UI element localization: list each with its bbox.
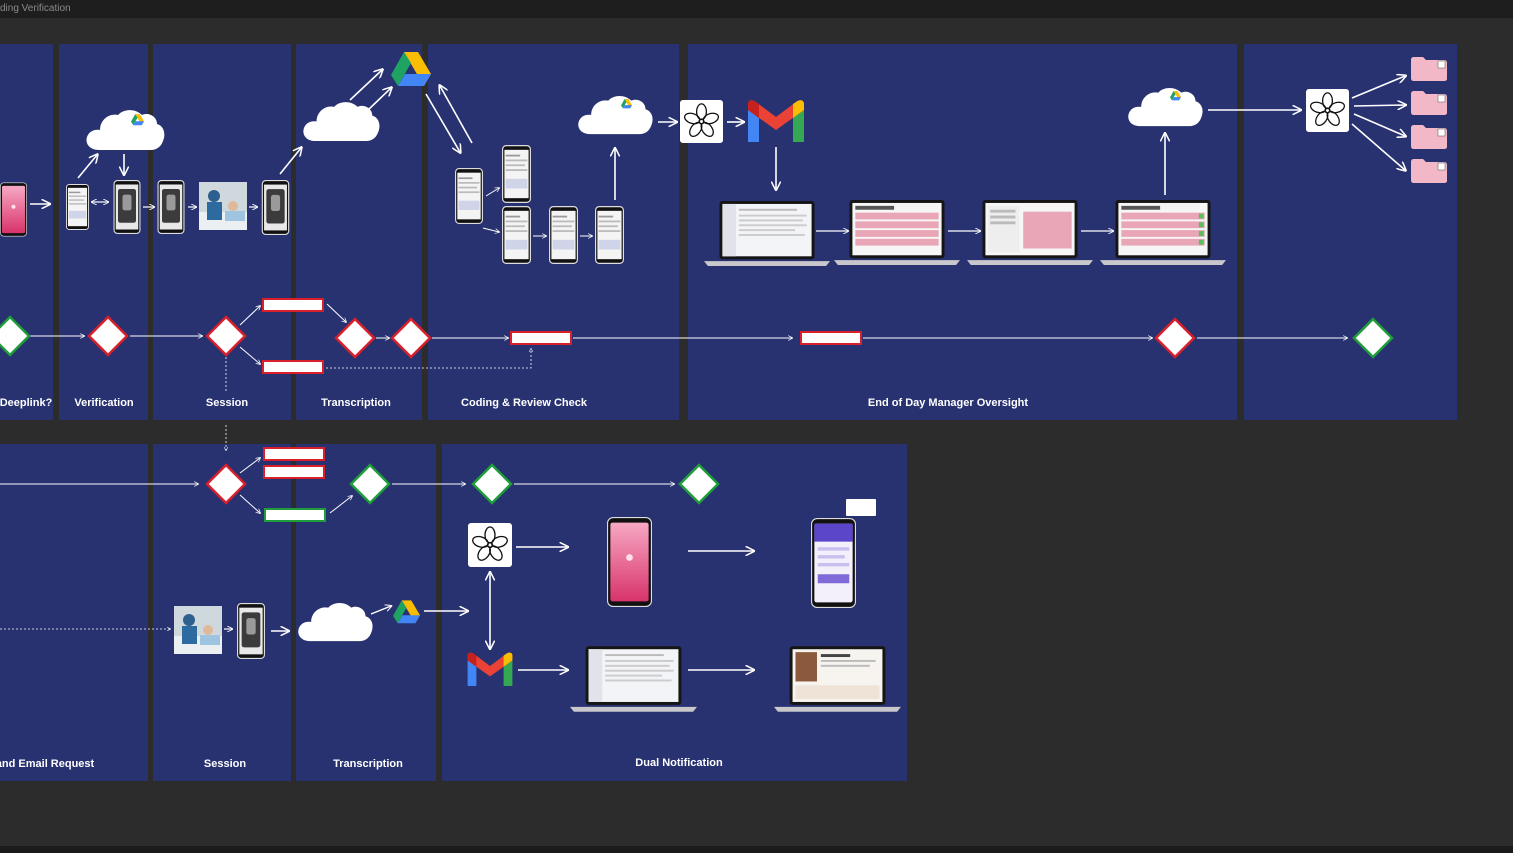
lane-label-verification: Verification <box>74 397 134 409</box>
cloud-icon <box>1128 88 1203 127</box>
decision-diamond <box>1352 317 1394 359</box>
blossom-logo-icon <box>468 523 512 567</box>
status-tag <box>264 508 326 522</box>
lane-label-dual-notification: Dual Notification <box>635 757 723 769</box>
laptop-icon <box>704 201 830 266</box>
decision-diamond <box>87 315 129 357</box>
lane-label-email-request: and Email Request <box>0 758 95 770</box>
decision-diamond <box>390 317 432 359</box>
status-tag <box>263 447 325 461</box>
decision-diamond <box>0 315 31 357</box>
phone-icon <box>66 184 89 230</box>
laptop-icon <box>570 646 697 712</box>
status-tag <box>262 298 324 312</box>
folder-icon <box>1411 158 1447 184</box>
decision-diamond <box>349 463 391 505</box>
deeplink-phone <box>0 182 27 237</box>
blossom-logo-icon <box>680 100 723 143</box>
status-tag <box>800 331 862 345</box>
phone-icon <box>549 206 578 264</box>
phone-icon <box>502 145 531 203</box>
phone-icon <box>811 517 856 609</box>
phone-icon <box>595 206 624 264</box>
phone-icon <box>157 180 185 234</box>
lane-label-deeplink: Deeplink? <box>0 397 53 409</box>
status-bar <box>0 846 1513 853</box>
decision-diamond <box>471 463 513 505</box>
phone-icon <box>607 516 652 608</box>
phone-icon <box>113 180 141 234</box>
decision-diamond <box>1154 317 1196 359</box>
phone-icon <box>455 167 483 225</box>
phone-icon <box>502 206 531 264</box>
lane-label-transcription: Transcription <box>321 397 391 409</box>
google-drive-icon <box>393 600 420 624</box>
folder-icon <box>1411 90 1447 116</box>
status-tag <box>263 465 325 479</box>
laptop-icon <box>967 200 1093 265</box>
window-title-bar: ding Verification <box>0 0 1513 18</box>
decision-diamond <box>205 463 247 505</box>
status-tag <box>510 331 572 345</box>
folder-icon <box>1411 124 1447 150</box>
cloud-icon <box>303 102 380 142</box>
decision-diamond <box>334 317 376 359</box>
decision-diamond <box>678 463 720 505</box>
google-drive-icon <box>391 52 431 86</box>
cloud-icon <box>298 603 373 642</box>
lane-label-transcription-2: Transcription <box>333 758 403 770</box>
notification-card <box>846 499 876 516</box>
status-tag <box>262 360 324 374</box>
cloud-icon <box>578 96 653 135</box>
lane-dual-notification <box>442 444 907 781</box>
window-title: ding Verification <box>0 3 71 14</box>
blossom-logo-icon <box>1306 89 1349 132</box>
lane-label-session: Session <box>205 397 249 409</box>
gmail-icon <box>467 652 513 686</box>
decision-diamond <box>205 315 247 357</box>
laptop-icon <box>834 200 960 265</box>
laptop-icon <box>774 646 901 712</box>
phone-icon <box>261 180 290 235</box>
gmail-icon <box>748 100 804 142</box>
lane-label-coding-review: Coding & Review Check <box>461 397 587 409</box>
cloud-icon <box>86 110 165 150</box>
lane-email-request <box>0 444 148 781</box>
lane-label-session-2: Session <box>203 758 247 770</box>
lane-label-eod-oversight: End of Day Manager Oversight <box>867 397 1029 409</box>
phone-icon <box>236 603 266 659</box>
session-photo <box>199 182 247 230</box>
session-photo <box>174 606 222 654</box>
laptop-icon <box>1100 200 1226 265</box>
folder-icon <box>1411 56 1447 82</box>
